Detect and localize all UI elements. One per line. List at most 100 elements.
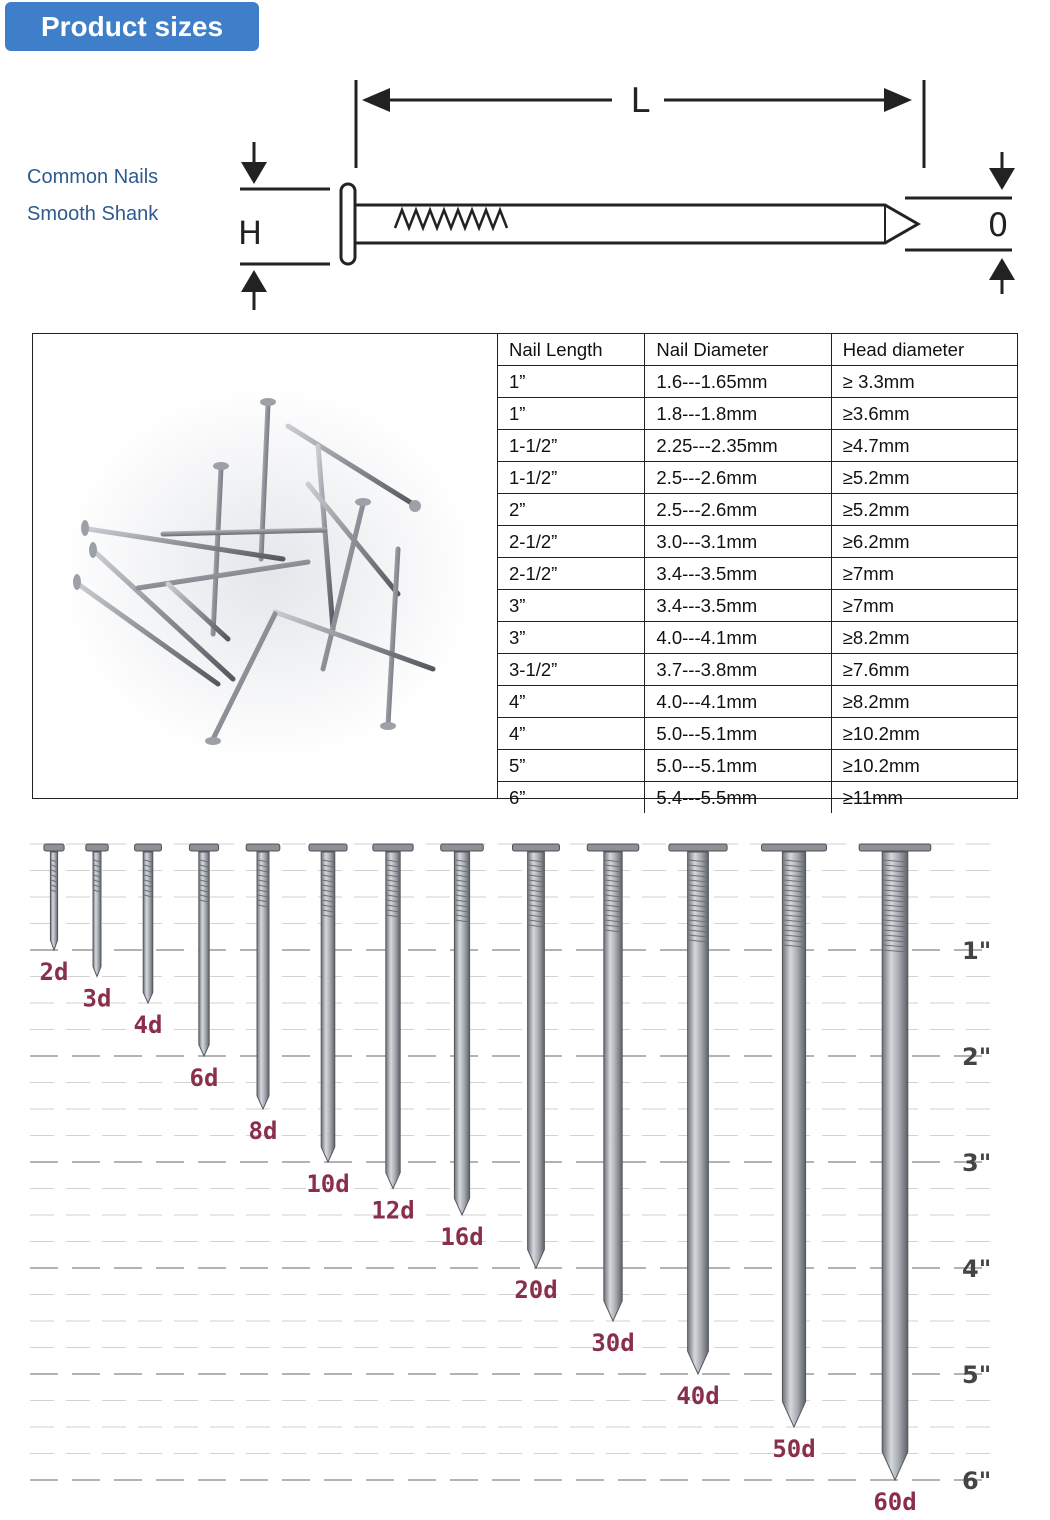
nail-grip-ring bbox=[528, 899, 544, 903]
nail-grip-ring bbox=[688, 879, 708, 883]
nail-shank bbox=[687, 851, 709, 1376]
nail-grip-ring bbox=[257, 889, 269, 893]
photo-nail-group bbox=[75, 401, 436, 742]
nail-grip-ring bbox=[322, 904, 334, 908]
nail-grip-ring bbox=[199, 859, 209, 863]
nail-grip-ring bbox=[144, 889, 152, 893]
nail-grip-ring bbox=[455, 899, 469, 903]
nail-grip-ring bbox=[199, 869, 209, 873]
nail-grip-ring bbox=[144, 864, 152, 868]
nail-grip-ring bbox=[455, 904, 469, 908]
nail-grip-ring bbox=[688, 919, 708, 923]
col-nail-diameter: Nail Diameter bbox=[644, 334, 832, 366]
nail-grip-ring bbox=[257, 884, 269, 888]
nail-shank bbox=[142, 851, 154, 1005]
nail-dimension-diagram: L H 0 bbox=[238, 80, 1015, 310]
nail-head bbox=[586, 843, 640, 852]
spec-row: 1”1.8---1.8mm≥3.6mm bbox=[498, 397, 1017, 430]
nail-grip-ring bbox=[386, 869, 400, 873]
nail-grip-ring bbox=[883, 879, 907, 883]
nail-grip-ring bbox=[688, 874, 708, 878]
nail-grip-ring bbox=[783, 869, 805, 873]
nail-grip-ring bbox=[528, 919, 544, 923]
nail-grip-ring bbox=[455, 909, 469, 913]
nail-grip-ring bbox=[386, 859, 400, 863]
nail-grip-ring bbox=[883, 864, 907, 868]
nail-grip-ring bbox=[455, 869, 469, 873]
l-arrow-head-left bbox=[362, 88, 390, 112]
nail-grip-ring bbox=[688, 939, 708, 943]
nail-head bbox=[339, 182, 357, 266]
penny-size-label: 30d bbox=[591, 1329, 634, 1357]
nail-diameter-cell: 3.4---3.5mm bbox=[644, 589, 832, 622]
nail-8d bbox=[245, 843, 281, 1111]
nail-diameter-cell: 3.0---3.1mm bbox=[644, 525, 832, 558]
nail-grip-ring bbox=[386, 904, 400, 908]
nail-grip-ring bbox=[783, 899, 805, 903]
nail-grip-ring bbox=[883, 944, 907, 948]
nail-grip-ring bbox=[783, 904, 805, 908]
penny-size-label: 40d bbox=[676, 1382, 719, 1410]
nail-shank bbox=[881, 851, 909, 1482]
nail-grip-ring bbox=[322, 914, 334, 918]
spec-row: 6”5.4---5.5mm≥11mm bbox=[498, 781, 1017, 813]
nail-grip-ring bbox=[199, 899, 209, 903]
spec-row: 1-1/2”2.5---2.6mm≥5.2mm bbox=[498, 461, 1017, 494]
head-symbol: H bbox=[238, 214, 262, 252]
spec-row: 2”2.5---2.6mm≥5.2mm bbox=[498, 493, 1017, 526]
nail-grip-ring bbox=[93, 864, 101, 868]
penny-size-label: 10d bbox=[306, 1170, 349, 1198]
nail-grip-ring bbox=[688, 899, 708, 903]
nail-diameter-cell: 4.0---4.1mm bbox=[644, 685, 832, 718]
y-tick-label: 4" bbox=[962, 1255, 991, 1283]
nail-grip-ring bbox=[783, 889, 805, 893]
nail-shank bbox=[92, 851, 102, 978]
nail-head bbox=[858, 843, 932, 852]
nail-head bbox=[85, 843, 109, 852]
penny-size-label: 50d bbox=[772, 1435, 815, 1463]
nail-grip-ring bbox=[688, 859, 708, 863]
nail-grip-ring bbox=[322, 879, 334, 883]
spec-header-row: Nail Length Nail Diameter Head diameter bbox=[498, 334, 1017, 366]
penny-size-label: 12d bbox=[371, 1197, 414, 1225]
nail-grip-ring bbox=[199, 884, 209, 888]
nail-grip-ring bbox=[322, 899, 334, 903]
nail-thread-zigzag bbox=[393, 206, 509, 232]
nail-shank-outline bbox=[355, 203, 922, 245]
nail-shank bbox=[453, 851, 471, 1217]
nail-grip-ring bbox=[386, 884, 400, 888]
nail-grip-ring bbox=[322, 889, 334, 893]
nail-grip-ring bbox=[604, 874, 622, 878]
nail-grip-ring bbox=[455, 864, 469, 868]
head-diameter-cell: ≥5.2mm bbox=[830, 493, 1017, 526]
nail-grip-ring bbox=[51, 884, 57, 888]
nail-grip-ring bbox=[604, 894, 622, 898]
nail-grip-ring bbox=[883, 919, 907, 923]
nail-length-cell: 1-1/2” bbox=[498, 461, 645, 494]
penny-size-label: 6d bbox=[190, 1064, 219, 1092]
nail-grip-ring bbox=[51, 869, 57, 873]
nail-grip-ring bbox=[688, 934, 708, 938]
head-diameter-cell: ≥8.2mm bbox=[830, 685, 1017, 718]
nail-10d bbox=[308, 843, 348, 1164]
nail-4d bbox=[134, 843, 162, 1005]
head-diameter-cell: ≥8.2mm bbox=[830, 621, 1017, 654]
nail-grip-ring bbox=[528, 884, 544, 888]
y-tick-label: 1" bbox=[962, 937, 991, 965]
nail-grip-ring bbox=[783, 864, 805, 868]
nail-grip-ring bbox=[883, 889, 907, 893]
nail-grip-ring bbox=[604, 919, 622, 923]
penny-size-label: 4d bbox=[134, 1011, 163, 1039]
penny-size-label: 8d bbox=[249, 1117, 278, 1145]
nail-grip-ring bbox=[783, 874, 805, 878]
nail-grip-ring bbox=[455, 874, 469, 878]
nails-photo-illustration bbox=[58, 384, 478, 764]
nail-grip-ring bbox=[528, 924, 544, 928]
nail-grip-ring bbox=[783, 894, 805, 898]
nail-grip-ring bbox=[386, 909, 400, 913]
nail-grip-ring bbox=[883, 874, 907, 878]
nail-grip-ring bbox=[455, 879, 469, 883]
nail-head bbox=[440, 843, 484, 852]
nail-20d bbox=[511, 843, 561, 1270]
nail-grip-ring bbox=[883, 884, 907, 888]
